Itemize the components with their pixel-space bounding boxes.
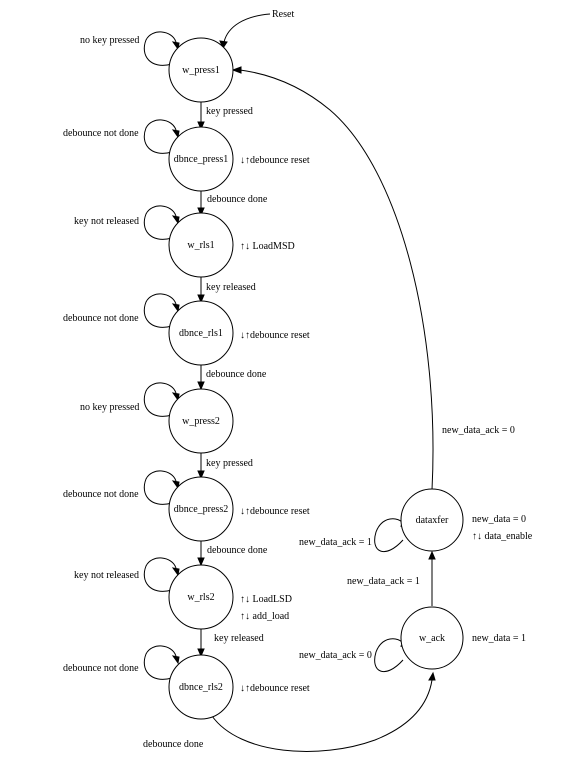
arrowhead xyxy=(171,392,180,402)
action-w-ack-new-data: new_data = 1 xyxy=(472,633,526,644)
state-w-ack: w_ack xyxy=(400,606,464,670)
label-debounce-done-2: debounce done xyxy=(206,369,267,380)
arrowhead xyxy=(171,215,180,225)
label-debounce-done-1: debounce done xyxy=(207,194,268,205)
action-dataxfer-data-enable: ↑↓ data_enable xyxy=(472,531,533,542)
state-label: w_rls2 xyxy=(187,592,214,603)
label-new-data-ack-0: new_data_ack = 0 xyxy=(442,425,515,436)
arrowhead xyxy=(197,207,205,217)
label-new-data-ack-1-self: new_data_ack = 1 xyxy=(299,537,372,548)
arrowhead xyxy=(219,40,228,50)
arrowhead xyxy=(231,66,242,74)
arrowhead xyxy=(197,294,205,304)
state-dbnce-press1: dbnce_press1 xyxy=(168,126,234,192)
self-loop-w-rls2 xyxy=(143,557,177,592)
edge-reset xyxy=(223,13,271,43)
action-dbnce-press1: ↓↑debounce reset xyxy=(240,155,310,166)
label-new-data-ack-1: new_data_ack = 1 xyxy=(347,576,420,587)
self-loop-dbnce-rls2 xyxy=(143,645,177,680)
reset-label: Reset xyxy=(272,9,294,20)
label-key-pressed-2: key pressed xyxy=(206,458,253,469)
label-debounce-done-4: debounce done xyxy=(143,739,204,750)
arrowhead xyxy=(197,121,205,131)
self-loop-w-ack xyxy=(374,638,405,672)
self-loop-dbnce-press1 xyxy=(143,119,177,154)
self-loop-dataxfer xyxy=(374,518,405,552)
arrowhead xyxy=(171,129,180,139)
action-dbnce-rls1: ↓↑debounce reset xyxy=(240,330,310,341)
state-label: dbnce_rls2 xyxy=(179,682,223,693)
arrowhead xyxy=(171,567,180,577)
label-key-not-released-1: key not released xyxy=(74,216,139,227)
action-w-rls1: ↑↓ LoadMSD xyxy=(240,241,295,252)
label-new-data-ack-0-self: new_data_ack = 0 xyxy=(299,650,372,661)
label-debounce-not-done-3: debounce not done xyxy=(63,489,139,500)
action-dbnce-rls2: ↓↑debounce reset xyxy=(240,683,310,694)
action-w-rls2-loadlsd: ↑↓ LoadLSD xyxy=(240,594,292,605)
state-dbnce-rls2: dbnce_rls2 xyxy=(168,654,234,720)
state-label: w_press2 xyxy=(182,416,220,427)
self-loop-w-rls1 xyxy=(143,205,177,240)
state-dbnce-press2: dbnce_press2 xyxy=(168,476,234,542)
action-dbnce-press2: ↓↑debounce reset xyxy=(240,506,310,517)
arrowhead xyxy=(197,648,205,658)
state-w-rls2: w_rls2 xyxy=(168,564,234,630)
state-label: dbnce_press2 xyxy=(174,504,228,515)
arrowhead xyxy=(197,470,205,480)
arrowhead xyxy=(171,480,180,490)
self-loop-w-press1 xyxy=(143,31,177,66)
label-key-released-1: key released xyxy=(206,282,256,293)
state-dataxfer: dataxfer xyxy=(400,488,464,552)
state-label: w_rls1 xyxy=(187,240,214,251)
self-loop-dbnce-press2 xyxy=(143,470,177,505)
state-w-rls1: w_rls1 xyxy=(168,212,234,278)
arrowhead xyxy=(197,557,205,567)
label-no-key-pressed-1: no key pressed xyxy=(80,35,139,46)
action-dataxfer-new-data: new_data = 0 xyxy=(472,514,526,525)
label-key-pressed-1: key pressed xyxy=(206,106,253,117)
label-key-not-released-2: key not released xyxy=(74,570,139,581)
self-loop-dbnce-rls1 xyxy=(143,293,177,328)
arrowhead xyxy=(171,303,180,313)
label-debounce-not-done-2: debounce not done xyxy=(63,313,139,324)
state-label: dataxfer xyxy=(416,515,449,526)
self-loop-w-press2 xyxy=(143,382,177,417)
state-label: dbnce_rls1 xyxy=(179,328,223,339)
state-w-press1: w_press1 xyxy=(168,37,234,103)
label-no-key-pressed-2: no key pressed xyxy=(80,402,139,413)
edge-dataxfer-to-w-press1 xyxy=(239,69,434,491)
arrowhead xyxy=(197,381,205,391)
state-dbnce-rls1: dbnce_rls1 xyxy=(168,300,234,366)
state-w-press2: w_press2 xyxy=(168,388,234,454)
label-debounce-done-3: debounce done xyxy=(207,545,268,556)
arrowhead xyxy=(428,550,436,560)
arrowhead xyxy=(428,671,436,681)
state-label: w_press1 xyxy=(182,65,220,76)
edge-dbnce-rls2-to-w-ack xyxy=(211,679,433,752)
arrowhead xyxy=(171,655,180,665)
arrowhead xyxy=(171,41,180,51)
label-debounce-not-done-4: debounce not done xyxy=(63,663,139,674)
label-key-released-2: key released xyxy=(214,633,264,644)
state-label: dbnce_press1 xyxy=(174,154,228,165)
label-debounce-not-done-1: debounce not done xyxy=(63,128,139,139)
state-label: w_ack xyxy=(419,633,445,644)
action-w-rls2-add-load: ↑↓ add_load xyxy=(240,611,289,622)
